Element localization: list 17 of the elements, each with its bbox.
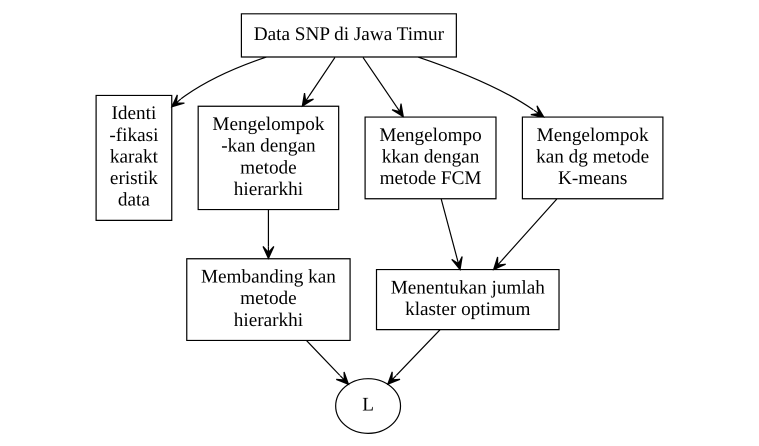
node-box: Mengelompo kkan dengan metode FCM	[364, 116, 497, 199]
node-box: Menentukan jumlah klaster optimum	[376, 268, 560, 330]
node-box: Identi -fikasi karakt eristik data	[96, 94, 172, 220]
arrow	[362, 56, 404, 117]
arrow	[440, 198, 463, 270]
arrow	[493, 198, 558, 270]
arrow	[171, 56, 267, 107]
node-box: Mengelompok -kan dengan metode hierarkhi	[198, 105, 340, 210]
arrow	[262, 209, 274, 259]
node-box: Data SNP di Jawa Timur	[240, 12, 457, 58]
arrow	[306, 340, 350, 384]
arrow	[418, 56, 544, 118]
arrow	[302, 56, 336, 106]
node-box: Mengelompok kan dg metode K-means	[522, 116, 664, 199]
node-ellipse: L	[335, 378, 402, 434]
arrow	[387, 328, 440, 384]
node-box: Membanding kan metode hierarkhi	[186, 258, 351, 341]
